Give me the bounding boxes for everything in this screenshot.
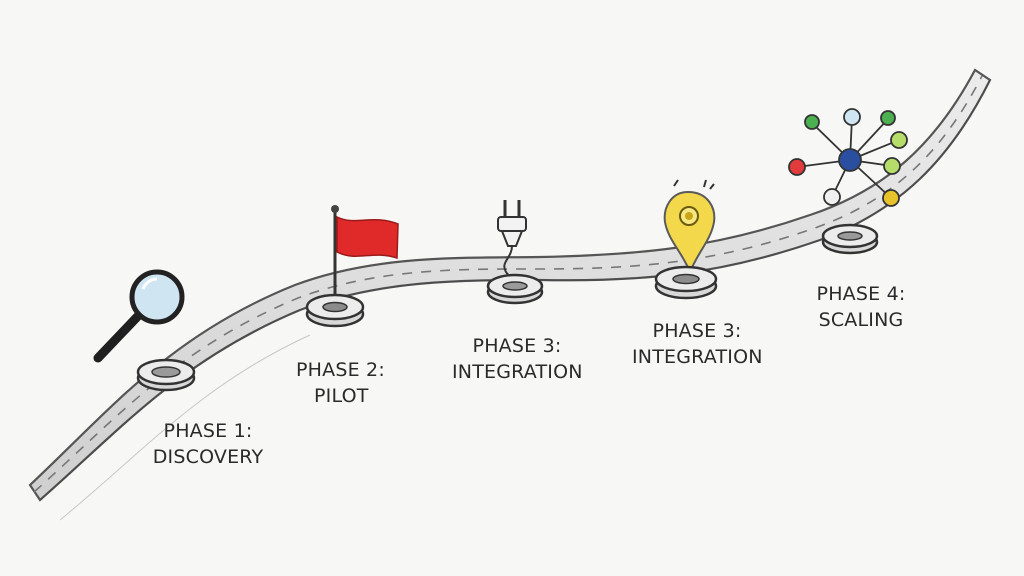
phase-1-subtitle: DISCOVERY bbox=[152, 446, 264, 468]
red-flag-icon bbox=[331, 205, 399, 305]
magnifying-glass-icon bbox=[93, 269, 185, 363]
phase-2-marker bbox=[305, 205, 399, 328]
phase-2-title: PHASE 2: bbox=[296, 359, 385, 381]
phase-3b-subtitle: INTEGRATION bbox=[632, 346, 763, 368]
phase-4-subtitle: SCALING bbox=[818, 309, 904, 331]
phase-3-label: PHASE 3: INTEGRATION bbox=[452, 333, 582, 385]
phase-2-subtitle: PILOT bbox=[314, 385, 369, 407]
phase-3-ring bbox=[486, 273, 544, 305]
phase-3-subtitle: INTEGRATION bbox=[452, 361, 583, 383]
phase-4-ring bbox=[821, 223, 879, 255]
phase-1-marker bbox=[93, 269, 196, 392]
phase-3-marker bbox=[486, 200, 544, 305]
phase-3-title: PHASE 3: bbox=[472, 335, 562, 357]
network-hub-icon bbox=[788, 108, 908, 207]
phase-3b-label: PHASE 3: INTEGRATION bbox=[632, 318, 762, 370]
phase-1-label: PHASE 1: DISCOVERY bbox=[148, 418, 268, 470]
phase-3b-title: PHASE 3: bbox=[652, 320, 742, 342]
phase-1-ring bbox=[136, 358, 196, 392]
phase-2-label: PHASE 2: PILOT bbox=[296, 357, 396, 409]
phase-3b-marker bbox=[654, 179, 718, 300]
phase-4-marker bbox=[788, 108, 908, 255]
phase-2-ring bbox=[305, 293, 365, 328]
phase-4-label: PHASE 4: SCALING bbox=[806, 281, 916, 333]
phase-3b-ring bbox=[654, 265, 718, 300]
phase-1-title: PHASE 1: bbox=[163, 420, 253, 442]
phase-4-title: PHASE 4: bbox=[816, 283, 906, 305]
